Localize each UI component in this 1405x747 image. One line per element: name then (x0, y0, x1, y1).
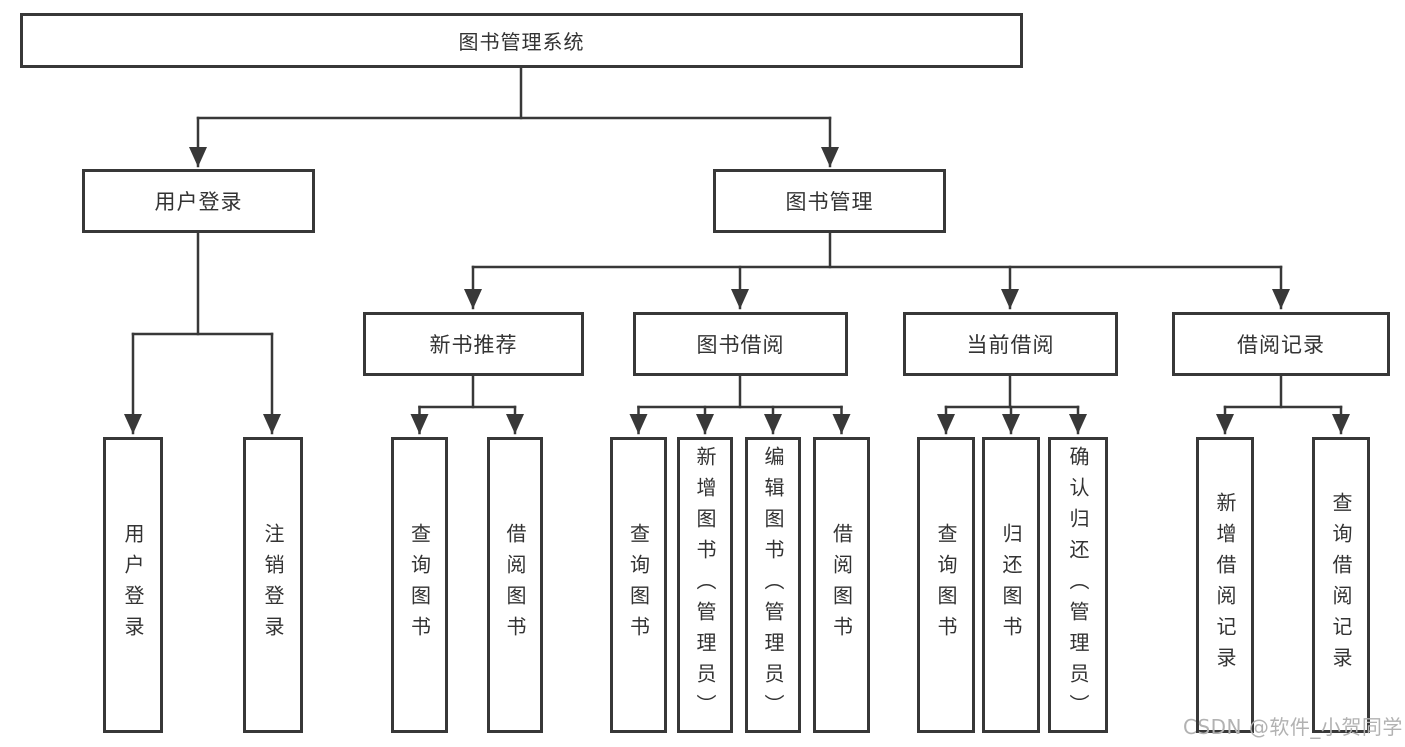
node-borrowing-records: 借阅记录 (1172, 312, 1390, 376)
node-logout-action-label: 注销登录 (261, 523, 285, 647)
node-add-books-admin: 新增图书（管理员） (677, 437, 733, 733)
node-query-books-borrow-label: 查询图书 (626, 523, 651, 647)
node-return-books: 归还图书 (982, 437, 1040, 733)
node-query-books-recommend: 查询图书 (391, 437, 448, 733)
node-confirm-return-admin-label: 确认归还（管理员） (1066, 445, 1090, 725)
node-return-books-label: 归还图书 (999, 523, 1023, 647)
node-add-borrow-record: 新增借阅记录 (1196, 437, 1254, 733)
node-borrow-books-recommend-label: 借阅图书 (503, 523, 527, 647)
node-add-borrow-record-label: 新增借阅记录 (1213, 492, 1237, 678)
node-borrowing-records-label: 借阅记录 (1237, 333, 1325, 357)
node-book-borrowing-label: 图书借阅 (696, 333, 785, 357)
node-edit-books-admin: 编辑图书（管理员） (745, 437, 801, 733)
node-add-books-admin-label: 新增图书（管理员） (693, 445, 717, 725)
node-logout-action: 注销登录 (243, 437, 303, 733)
node-query-borrow-record: 查询借阅记录 (1312, 437, 1370, 733)
csdn-watermark: CSDN @软件_小贺同学 (1183, 715, 1403, 739)
node-user-login-action-label: 用户登录 (121, 523, 145, 647)
node-user-login-branch: 用户登录 (82, 169, 315, 233)
node-query-books-borrow: 查询图书 (610, 437, 667, 733)
node-book-management-label: 图书管理 (785, 190, 874, 214)
node-book-management: 图书管理 (713, 169, 946, 233)
node-user-login-action: 用户登录 (103, 437, 163, 733)
node-query-books-recommend-label: 查询图书 (407, 523, 432, 647)
node-borrow-books-action-label: 借阅图书 (829, 523, 854, 647)
node-query-books-current: 查询图书 (917, 437, 975, 733)
node-root-label: 图书管理系统 (458, 30, 585, 54)
node-edit-books-admin-label: 编辑图书（管理员） (761, 445, 785, 725)
node-borrow-books-recommend: 借阅图书 (487, 437, 543, 733)
node-user-login-branch-label: 用户登录 (154, 190, 243, 214)
node-new-book-recommend: 新书推荐 (363, 312, 584, 376)
node-confirm-return-admin: 确认归还（管理员） (1048, 437, 1108, 733)
node-root: 图书管理系统 (20, 13, 1023, 68)
node-query-borrow-record-label: 查询借阅记录 (1329, 492, 1353, 678)
node-borrow-books-action: 借阅图书 (813, 437, 870, 733)
node-new-book-recommend-label: 新书推荐 (429, 333, 518, 357)
node-current-borrowing: 当前借阅 (903, 312, 1118, 376)
node-book-borrowing: 图书借阅 (633, 312, 848, 376)
node-query-books-current-label: 查询图书 (934, 523, 958, 647)
node-current-borrowing-label: 当前借阅 (966, 333, 1055, 357)
